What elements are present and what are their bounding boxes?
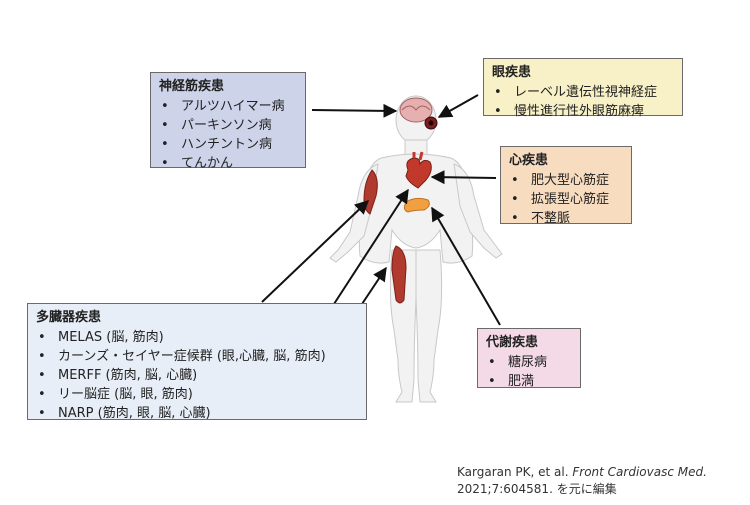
pancreas-organ xyxy=(403,197,430,213)
neuromuscular-title: 神経筋疾患 xyxy=(159,79,225,94)
heart-title: 心疾患 xyxy=(509,153,549,168)
multi-organ-title: 多臓器疾患 xyxy=(36,310,102,325)
citation-line-2: 2021;7:604581. を元に編集 xyxy=(457,482,617,496)
list-item: 肥大型心筋症 xyxy=(509,171,623,190)
citation-authors: Kargaran PK, et al. xyxy=(457,465,573,479)
multi-organ-disease-box: 多臓器疾患 MELAS (脳, 筋肉) カーンズ・セイヤー症候群 (眼,心臓, … xyxy=(27,303,367,423)
list-item: MERFF (筋肉, 脳, 心臓) xyxy=(36,366,358,385)
list-item: 肥満 xyxy=(486,372,572,391)
arrow-multi-to-heart xyxy=(333,188,409,305)
arrow-multi-to-arm xyxy=(261,200,370,303)
right-arm xyxy=(453,163,503,259)
arrow-multi-to-leg xyxy=(361,266,387,305)
multi-organ-list: MELAS (脳, 筋肉) カーンズ・セイヤー症候群 (眼,心臓, 脳, 筋肉)… xyxy=(36,328,358,423)
citation-line-1: Kargaran PK, et al. Front Cardiovasc Med… xyxy=(457,464,747,481)
list-item: 不整脈 xyxy=(509,209,623,228)
arrow-neuro-to-brain xyxy=(311,103,398,118)
arrow-eye-to-eye xyxy=(437,94,479,118)
citation-journal: Front Cardiovasc Med. xyxy=(572,465,707,479)
list-item: てんかん xyxy=(159,154,297,173)
heart-organ xyxy=(405,151,432,189)
metabolic-list: 糖尿病 肥満 xyxy=(486,353,572,391)
metabolic-title: 代謝疾患 xyxy=(486,335,539,350)
eye-list: レーベル遺伝性視神経症 慢性進行性外眼筋麻痺 xyxy=(492,83,674,121)
list-item: MELAS (脳, 筋肉) xyxy=(36,328,358,347)
eye-organ xyxy=(424,116,438,130)
list-item: 糖尿病 xyxy=(486,353,572,372)
right-leg xyxy=(415,249,443,403)
neuromuscular-list: アルツハイマー病 パーキンソン病 ハンチントン病 てんかん xyxy=(159,97,297,173)
list-item: リー脳症 (脳, 眼, 筋肉) xyxy=(36,385,358,404)
eye-title: 眼疾患 xyxy=(492,65,532,80)
list-item: ハンチントン病 xyxy=(159,135,297,154)
list-item: NARP (筋肉, 眼, 脳, 心臓) xyxy=(36,404,358,423)
arrow-metab-to-pancreas xyxy=(431,206,501,326)
list-item: 慢性進行性外眼筋麻痺 xyxy=(492,102,674,121)
heart-disease-box: 心疾患 肥大型心筋症 拡張型心筋症 不整脈 xyxy=(500,146,632,228)
arrows xyxy=(261,94,501,326)
list-item: カーンズ・セイヤー症候群 (眼,心臓, 脳, 筋肉) xyxy=(36,347,358,366)
list-item: レーベル遺伝性視神経症 xyxy=(492,83,674,102)
citation: Kargaran PK, et al. Front Cardiovasc Med… xyxy=(457,464,747,498)
neuromuscular-disease-box: 神経筋疾患 アルツハイマー病 パーキンソン病 ハンチントン病 てんかん xyxy=(150,72,306,173)
heart-list: 肥大型心筋症 拡張型心筋症 不整脈 xyxy=(509,171,623,228)
leg-muscle xyxy=(391,245,407,304)
metabolic-disease-box: 代謝疾患 糖尿病 肥満 xyxy=(477,328,581,391)
arrow-heart-to-heart xyxy=(430,170,497,185)
brain-organ xyxy=(399,97,433,123)
list-item: アルツハイマー病 xyxy=(159,97,297,116)
list-item: パーキンソン病 xyxy=(159,116,297,135)
list-item: 拡張型心筋症 xyxy=(509,190,623,209)
eye-disease-box: 眼疾患 レーベル遺伝性視神経症 慢性進行性外眼筋麻痺 xyxy=(483,58,683,121)
